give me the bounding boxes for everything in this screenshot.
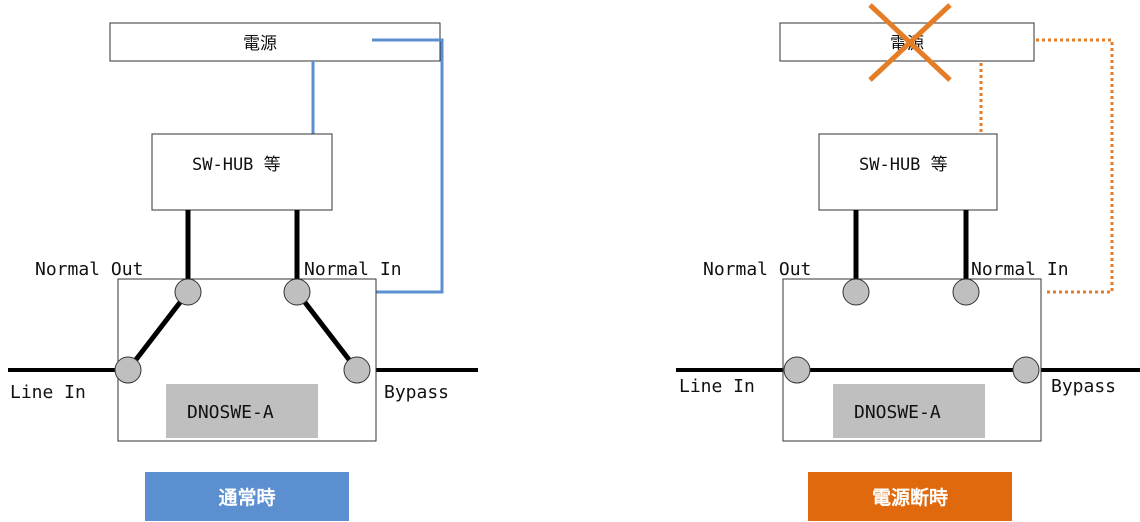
port-normal-out xyxy=(842,278,870,306)
panel-normal: 電源 SW-HUB 等 DNOSWE-A Normal Out Normal I… xyxy=(8,22,478,521)
power-line-cut xyxy=(979,38,1114,294)
power-label: 電源 xyxy=(243,34,277,54)
label-line-in: Line In xyxy=(679,376,755,397)
power-box xyxy=(109,22,441,62)
hub-box xyxy=(151,133,333,211)
state-label: 電源断時 xyxy=(872,486,948,509)
device-label: DNOSWE-A xyxy=(187,402,274,423)
label-bypass: Bypass xyxy=(384,382,449,403)
label-normal-in: Normal In xyxy=(304,259,402,280)
hub-box xyxy=(818,133,998,211)
label-normal-in: Normal In xyxy=(971,259,1069,280)
label-normal-out: Normal Out xyxy=(703,259,811,280)
device-label-bg xyxy=(833,384,985,438)
switch-arm-right xyxy=(295,290,359,372)
port-normal-out xyxy=(174,278,202,306)
state-label: 通常時 xyxy=(218,486,275,509)
port-normal-in xyxy=(283,278,311,306)
state-badge xyxy=(808,472,1012,521)
port-bypass xyxy=(1012,356,1040,384)
port-bypass xyxy=(343,356,371,384)
label-normal-out: Normal Out xyxy=(35,259,143,280)
hub-label: SW-HUB 等 xyxy=(859,155,948,175)
switch-arm-left xyxy=(126,290,190,372)
port-line-in xyxy=(114,356,142,384)
hub-label: SW-HUB 等 xyxy=(192,155,281,175)
panel-power-loss: 電源 SW-HUB 等 DNOSWE-A Normal Out xyxy=(676,3,1140,521)
label-bypass: Bypass xyxy=(1051,376,1116,397)
device-label: DNOSWE-A xyxy=(854,402,941,423)
device-label-bg xyxy=(166,384,318,438)
power-cut-cross-icon xyxy=(868,3,952,82)
port-line-in xyxy=(783,356,811,384)
port-normal-in xyxy=(952,278,980,306)
label-line-in: Line In xyxy=(10,382,86,403)
state-badge xyxy=(145,472,349,521)
power-line-normal xyxy=(311,38,444,294)
